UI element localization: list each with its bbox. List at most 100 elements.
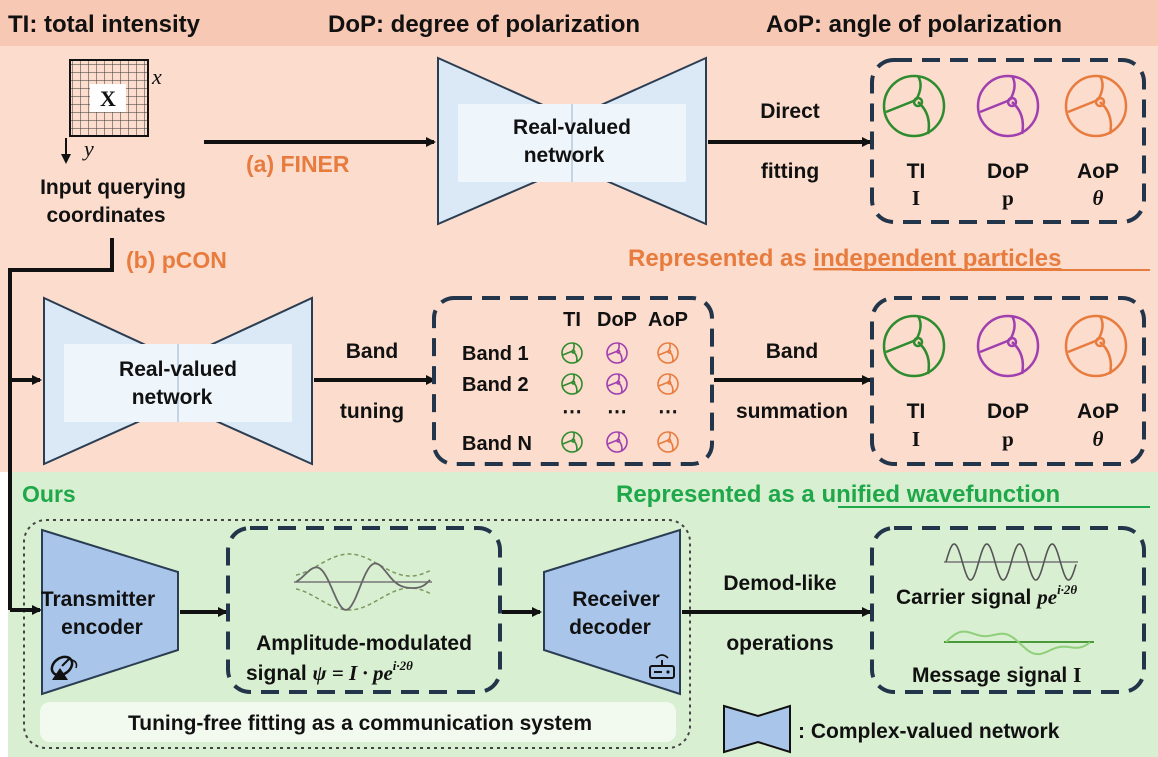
am-signal-waveform [294,553,432,611]
polarization-ball-icon [882,74,946,138]
band-ball-icon [657,342,679,364]
particles-note-underlined: independent particles [813,245,1061,272]
signal-line2: signal ψ = I · pei·2θ [246,658,413,685]
legend-label: : Complex-valued network [798,720,1060,743]
signal-formula: ψ = I · pe [313,661,393,685]
band-header-aop: AoP [648,309,688,331]
complex-network-legend: : Complex-valued network [723,704,1060,754]
ours-label: Ours [22,481,76,507]
finer-output-box [870,58,1146,224]
polarization-ball-icon [976,314,1040,378]
pcon-symbol-i: I [912,427,920,451]
wave-note-underlined: a unified wavefunction [801,481,1060,508]
bottom-note-bg [40,702,676,742]
decoder-line2: decoder [569,616,651,639]
particles-note: Represented as independent particles [628,245,1150,272]
pcon-output-box [870,296,1146,466]
communication-system-box [23,519,691,749]
pcon-arrow-in-line1: Band [346,340,399,363]
signal-exponent: i·2θ [393,658,413,673]
particles-note-prefix: Represented as [628,245,813,272]
band-ball-icon [606,431,628,453]
satellite-dish-icon [50,655,78,680]
carrier-formula: pe [1035,585,1057,609]
encoder-line2: encoder [61,616,143,639]
demod-line1: Demod-like [723,572,836,595]
signal-box [226,526,502,694]
header-band [0,0,1158,46]
polarization-ball-icon [1064,74,1128,138]
dop-definition: DoP: degree of polarization [328,11,640,38]
wave-note-prefix: Represented as [616,481,801,508]
signal-line2-text: signal [246,662,313,685]
main-connector [8,238,114,610]
band-ball-icon [606,342,628,364]
wavefunction-note: Represented as a unified wavefunction [616,481,1150,508]
finer-network-line2: network [524,144,605,167]
polarization-ball-icon [1064,314,1128,378]
pcon-real-network: Real-valued network [43,296,313,466]
pcon-output-aop: AoP [1077,400,1119,423]
carrier-label: Carrier signal pei·2θ [896,582,1077,609]
receiver-decoder: Receiver decoder [543,528,681,696]
band-ellipsis-ti: ⋯ [562,401,582,423]
band-ball-icon [561,342,583,364]
polarization-ball-icon [976,74,1040,138]
message-text: Message signal [912,664,1073,687]
pcon-bands-box [432,296,714,466]
svg-text:Represented as a unified wavef: Represented as a unified wavefunction [616,481,1060,508]
pcon-output-icons [882,314,1128,378]
band-icons [561,342,679,453]
carrier-waveform [944,543,1078,581]
router-icon [649,654,675,679]
pcon-arrow-in-line2: tuning [340,400,404,423]
finer-symbol-i: I [912,186,920,210]
signal-line1: Amplitude-modulated [256,632,472,655]
finer-arrow-line1: Direct [760,100,820,123]
pcon-network-line2: network [132,386,213,409]
finer-label: (a) FINER [246,151,350,177]
polarization-ball-icon [882,314,946,378]
finer-output-icons [882,74,1128,138]
band-ball-icon [657,431,679,453]
pcon-symbol-p: p [1002,427,1014,451]
demod-line2: operations [726,632,833,655]
aop-definition: AoP: angle of polarization [766,11,1062,38]
pcon-arrow-out-line2: summation [736,400,848,423]
x-axis-label: x [151,64,162,89]
encoder-line1: Transmitter [41,588,155,611]
finer-symbol-p: p [1002,186,1014,210]
carrier-exponent: i·2θ [1057,582,1077,597]
finer-output-aop: AoP [1077,160,1119,183]
band-ellipsis-aop: ⋯ [658,401,678,423]
message-formula: I [1073,663,1081,687]
pcon-label: (b) pCON [126,247,227,273]
message-label: Message signal I [912,663,1081,687]
band-n-label: Band N [462,433,532,455]
input-grid: X x y [61,59,162,164]
band-header-dop: DoP [597,309,637,331]
finer-symbol-theta: θ [1093,186,1104,210]
grid-center-label: X [100,86,116,111]
input-caption-line2: coordinates [46,204,165,227]
band-ball-icon [606,373,628,395]
pcon-network-line1: Real-valued [119,358,237,381]
band-header-ti: TI [563,309,581,331]
band-ellipsis-dop: ⋯ [607,401,627,423]
band-ball-icon [657,373,679,395]
input-caption-line1: Input querying [40,176,186,199]
finer-output-ti: TI [907,160,926,183]
finer-network-line1: Real-valued [513,116,631,139]
pcon-arrow-out-line1: Band [766,340,819,363]
ti-definition: TI: total intensity [8,11,201,38]
pcon-output-dop: DoP [987,400,1029,423]
svg-text:Represented as independent par: Represented as independent particles [628,245,1061,272]
finer-output-dop: DoP [987,160,1029,183]
decoder-line1: Receiver [572,588,660,611]
band-ball-icon [561,431,583,453]
carrier-text: Carrier signal [896,586,1037,609]
band-2-label: Band 2 [462,374,529,396]
finer-real-network: Real-valued network [437,56,707,226]
